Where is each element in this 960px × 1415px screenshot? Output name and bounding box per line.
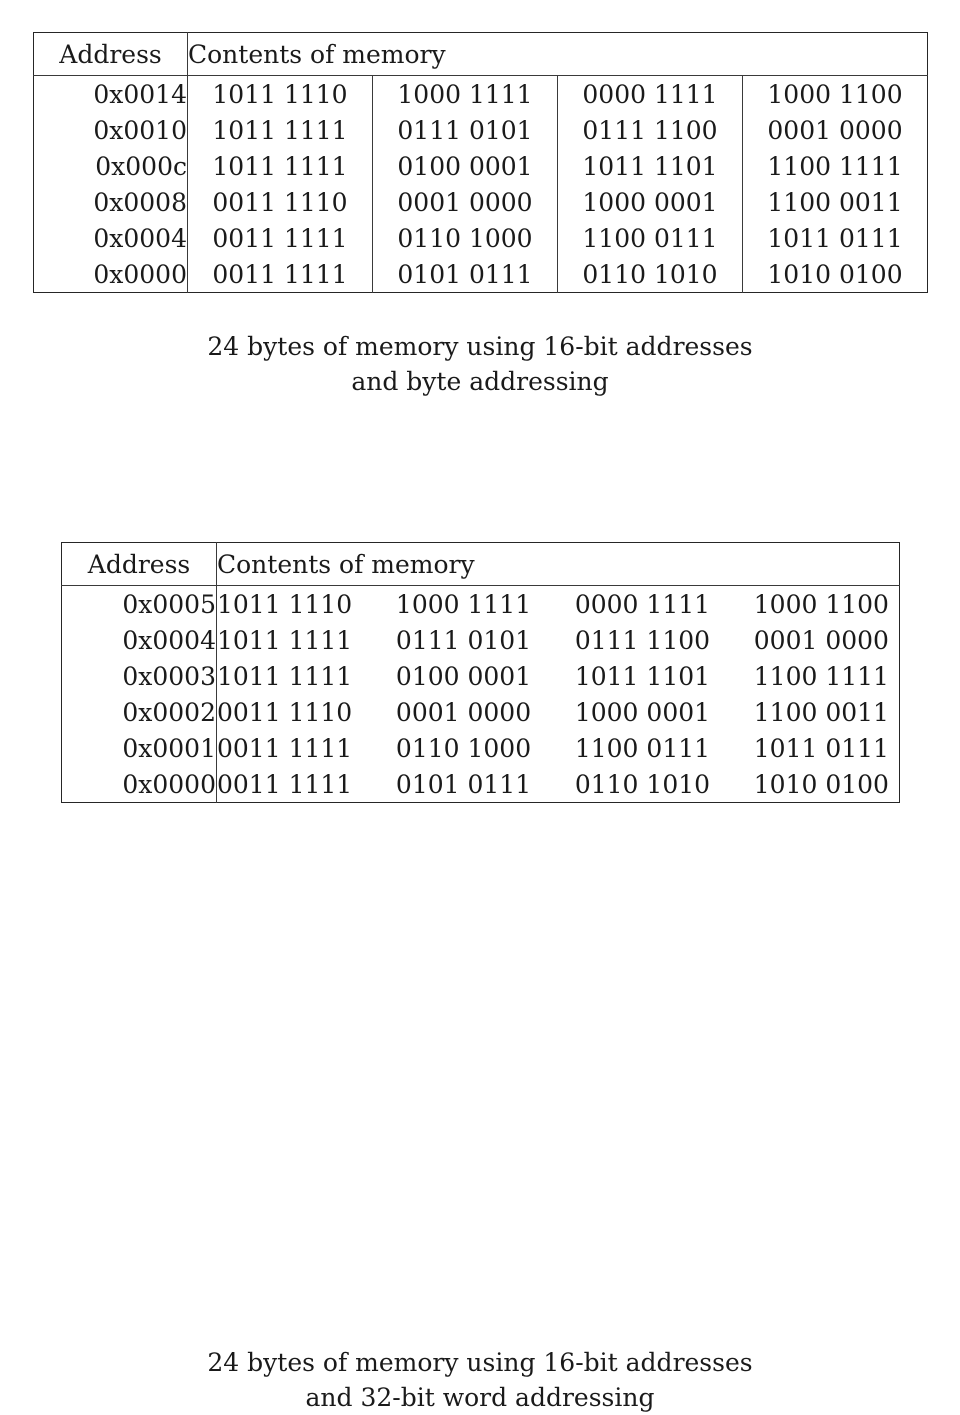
table-row: 0x0005 1011 1110 1000 1111 0000 1111 100… <box>62 586 900 623</box>
cell-word: 0011 1111 0110 1000 1100 0111 1011 0111 <box>217 730 900 766</box>
caption-line-2: and byte addressing <box>0 365 960 400</box>
cell-byte: 0110 1010 <box>575 772 710 797</box>
cell-byte: 1011 1111 <box>217 664 352 689</box>
cell-address: 0x0000 <box>62 766 217 803</box>
cell-word: 1011 1111 0111 0101 0111 1100 0001 0000 <box>217 622 900 658</box>
cell-byte: 0110 1000 <box>373 220 558 256</box>
cell-word: 1011 1111 0100 0001 1011 1101 1100 1111 <box>217 658 900 694</box>
cell-byte: 1100 1111 <box>743 148 928 184</box>
table-row: 0x0008 0011 1110 0001 0000 1000 0001 110… <box>34 184 928 220</box>
cell-address: 0x0014 <box>34 76 188 113</box>
cell-byte: 1010 0100 <box>743 256 928 293</box>
cell-byte: 1011 1111 <box>188 148 373 184</box>
table-header-row: Address Contents of memory <box>34 33 928 76</box>
cell-byte: 1011 1101 <box>575 664 710 689</box>
cell-byte: 0000 1111 <box>558 76 743 113</box>
column-header-contents: Contents of memory <box>217 543 900 586</box>
table-row: 0x0000 0011 1111 0101 0111 0110 1010 101… <box>34 256 928 293</box>
table-row: 0x000c 1011 1111 0100 0001 1011 1101 110… <box>34 148 928 184</box>
cell-byte: 1100 0111 <box>575 736 710 761</box>
cell-byte: 0111 1100 <box>575 628 710 653</box>
cell-byte: 0011 1111 <box>188 220 373 256</box>
cell-byte: 0100 0001 <box>396 664 531 689</box>
cell-word: 0011 1111 0101 0111 0110 1010 1010 0100 <box>217 766 900 803</box>
cell-byte: 1010 0100 <box>754 772 889 797</box>
cell-byte: 0111 1100 <box>558 112 743 148</box>
cell-byte: 1011 1110 <box>188 76 373 113</box>
cell-byte: 1000 1111 <box>373 76 558 113</box>
cell-byte: 1100 0011 <box>754 700 889 725</box>
memory-table-byte-addressed: Address Contents of memory 0x0014 1011 1… <box>33 32 928 293</box>
cell-address: 0x0005 <box>62 586 217 623</box>
table-row: 0x0001 0011 1111 0110 1000 1100 0111 101… <box>62 730 900 766</box>
caption-line-1: 24 bytes of memory using 16-bit addresse… <box>0 1346 960 1381</box>
cell-byte: 1100 1111 <box>754 664 889 689</box>
cell-byte: 0001 0000 <box>396 700 531 725</box>
cell-address: 0x0004 <box>34 220 188 256</box>
cell-byte: 1000 0001 <box>575 700 710 725</box>
table-row: 0x0003 1011 1111 0100 0001 1011 1101 110… <box>62 658 900 694</box>
cell-byte: 0111 0101 <box>373 112 558 148</box>
cell-byte: 0001 0000 <box>743 112 928 148</box>
cell-word: 1011 1110 1000 1111 0000 1111 1000 1100 <box>217 586 900 623</box>
table-row: 0x0014 1011 1110 1000 1111 0000 1111 100… <box>34 76 928 113</box>
cell-address: 0x0010 <box>34 112 188 148</box>
cell-byte: 1011 0111 <box>754 736 889 761</box>
cell-address: 0x0002 <box>62 694 217 730</box>
cell-byte: 0000 1111 <box>575 592 710 617</box>
memory-table-word-addressed: Address Contents of memory 0x0005 1011 1… <box>61 542 900 803</box>
cell-word: 0011 1110 0001 0000 1000 0001 1100 0011 <box>217 694 900 730</box>
cell-byte: 1011 0111 <box>743 220 928 256</box>
table-row: 0x0000 0011 1111 0101 0111 0110 1010 101… <box>62 766 900 803</box>
cell-byte: 0111 0101 <box>396 628 531 653</box>
cell-address: 0x0003 <box>62 658 217 694</box>
cell-address: 0x0001 <box>62 730 217 766</box>
cell-byte: 0011 1111 <box>217 736 352 761</box>
table-header-row: Address Contents of memory <box>62 543 900 586</box>
cell-byte: 1000 0001 <box>558 184 743 220</box>
cell-address: 0x0000 <box>34 256 188 293</box>
cell-byte: 0011 1111 <box>217 772 352 797</box>
cell-byte: 1100 0111 <box>558 220 743 256</box>
figure-caption: 24 bytes of memory using 16-bit addresse… <box>0 330 960 399</box>
column-header-contents: Contents of memory <box>188 33 928 76</box>
cell-byte: 1011 1111 <box>188 112 373 148</box>
cell-byte: 0001 0000 <box>754 628 889 653</box>
cell-byte: 1011 1110 <box>217 592 352 617</box>
figure-caption: 24 bytes of memory using 16-bit addresse… <box>0 1346 960 1415</box>
column-header-address: Address <box>62 543 217 586</box>
cell-byte: 0110 1000 <box>396 736 531 761</box>
cell-address: 0x0008 <box>34 184 188 220</box>
cell-byte: 0011 1110 <box>217 700 352 725</box>
cell-byte: 1000 1100 <box>743 76 928 113</box>
cell-byte: 0011 1111 <box>188 256 373 293</box>
cell-address: 0x0004 <box>62 622 217 658</box>
cell-byte: 0101 0111 <box>373 256 558 293</box>
caption-line-2: and 32-bit word addressing <box>0 1381 960 1415</box>
table-row: 0x0004 0011 1111 0110 1000 1100 0111 101… <box>34 220 928 256</box>
cell-byte: 0011 1110 <box>188 184 373 220</box>
cell-byte: 0110 1010 <box>558 256 743 293</box>
cell-byte: 0001 0000 <box>373 184 558 220</box>
cell-byte: 1100 0011 <box>743 184 928 220</box>
cell-byte: 1000 1100 <box>754 592 889 617</box>
cell-byte: 0100 0001 <box>373 148 558 184</box>
caption-line-1: 24 bytes of memory using 16-bit addresse… <box>0 330 960 365</box>
cell-byte: 0101 0111 <box>396 772 531 797</box>
table-row: 0x0004 1011 1111 0111 0101 0111 1100 000… <box>62 622 900 658</box>
table-row: 0x0002 0011 1110 0001 0000 1000 0001 110… <box>62 694 900 730</box>
cell-byte: 1000 1111 <box>396 592 531 617</box>
cell-address: 0x000c <box>34 148 188 184</box>
cell-byte: 1011 1111 <box>217 628 352 653</box>
cell-byte: 1011 1101 <box>558 148 743 184</box>
table-row: 0x0010 1011 1111 0111 0101 0111 1100 000… <box>34 112 928 148</box>
column-header-address: Address <box>34 33 188 76</box>
